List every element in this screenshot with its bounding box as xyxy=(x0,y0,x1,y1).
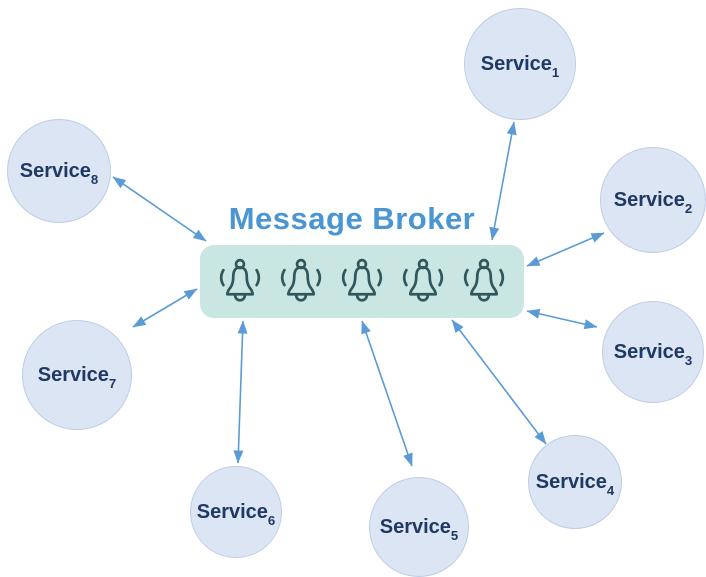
service-label: Service7 xyxy=(37,363,117,391)
service-label: Service6 xyxy=(196,500,276,528)
arrow-service4-broker xyxy=(451,319,547,445)
service-node-6: Service6 xyxy=(190,466,282,558)
service-node-2: Service2 xyxy=(600,147,706,253)
service-node-1: Service1 xyxy=(464,8,576,120)
bell-icon xyxy=(463,258,505,302)
service-label: Service8 xyxy=(19,159,99,187)
arrow-service2-broker xyxy=(526,232,605,267)
arrow-service6-broker xyxy=(233,320,248,464)
arrow-service7-broker xyxy=(132,288,198,328)
bell-icon xyxy=(341,258,383,302)
arrow-service5-broker xyxy=(361,320,413,467)
message-broker-box xyxy=(200,245,524,318)
service-label: Service1 xyxy=(480,52,560,80)
bell-row xyxy=(212,253,512,311)
arrow-service3-broker xyxy=(526,308,598,330)
bell-icon xyxy=(219,258,261,302)
service-label: Service4 xyxy=(535,470,615,498)
bell-icon xyxy=(402,258,444,302)
service-node-8: Service8 xyxy=(7,119,111,223)
bell-icon xyxy=(280,258,322,302)
service-node-3: Service3 xyxy=(602,301,704,403)
service-node-7: Service7 xyxy=(22,320,132,430)
service-node-4: Service4 xyxy=(528,435,622,529)
diagram-title: Message Broker xyxy=(228,201,476,236)
service-node-5: Service5 xyxy=(369,477,469,577)
service-label: Service5 xyxy=(379,515,459,543)
service-label: Service2 xyxy=(613,188,693,216)
service-label: Service3 xyxy=(613,340,693,368)
